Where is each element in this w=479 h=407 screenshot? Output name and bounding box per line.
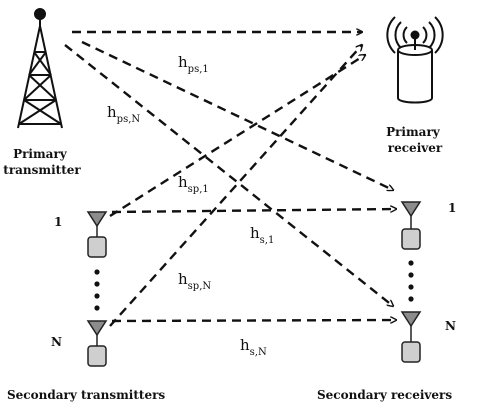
primary-transmitter-label: Primary transmitter (3, 147, 81, 177)
secondary-receiver-n-icon (400, 311, 422, 363)
arrow-pt-to-srN (64, 44, 393, 306)
secondary-transmitter-n-icon (86, 320, 108, 367)
secondary-receiver-1-icon (400, 201, 422, 250)
tx-ellipsis-dots (94, 269, 100, 311)
arrow-st1-to-sr1 (111, 209, 396, 214)
arrow-pt-to-sr1 (81, 40, 393, 190)
rx-ellipsis-dots (408, 260, 414, 302)
arrow-stN-to-srN (111, 320, 396, 321)
secondary-receivers-label: Secondary receivers (317, 388, 452, 402)
tx-index-n: N (51, 335, 62, 349)
channel-label-hsp1: hsp,1 (178, 173, 209, 195)
secondary-transmitter-1-icon (86, 211, 108, 258)
channel-label-hs1: hs,1 (250, 224, 274, 246)
arrow-st1-to-pr (109, 55, 365, 218)
channel-label-hpsN: hps,N (107, 103, 140, 125)
rx-index-1: 1 (448, 201, 456, 215)
radio-receiver-icon (386, 16, 444, 104)
secondary-transmitters-label: Secondary transmitters (7, 388, 165, 402)
channel-label-hps1: hps,1 (178, 53, 209, 75)
tower-icon (17, 8, 63, 129)
arrow-stN-to-pr (109, 45, 362, 327)
rx-index-n: N (445, 319, 456, 333)
tx-index-1: 1 (54, 215, 62, 229)
channel-label-hspN: hsp,N (178, 270, 211, 292)
primary-receiver-label: Primary receiver (386, 125, 444, 155)
channel-label-hsN: hs,N (240, 336, 267, 358)
